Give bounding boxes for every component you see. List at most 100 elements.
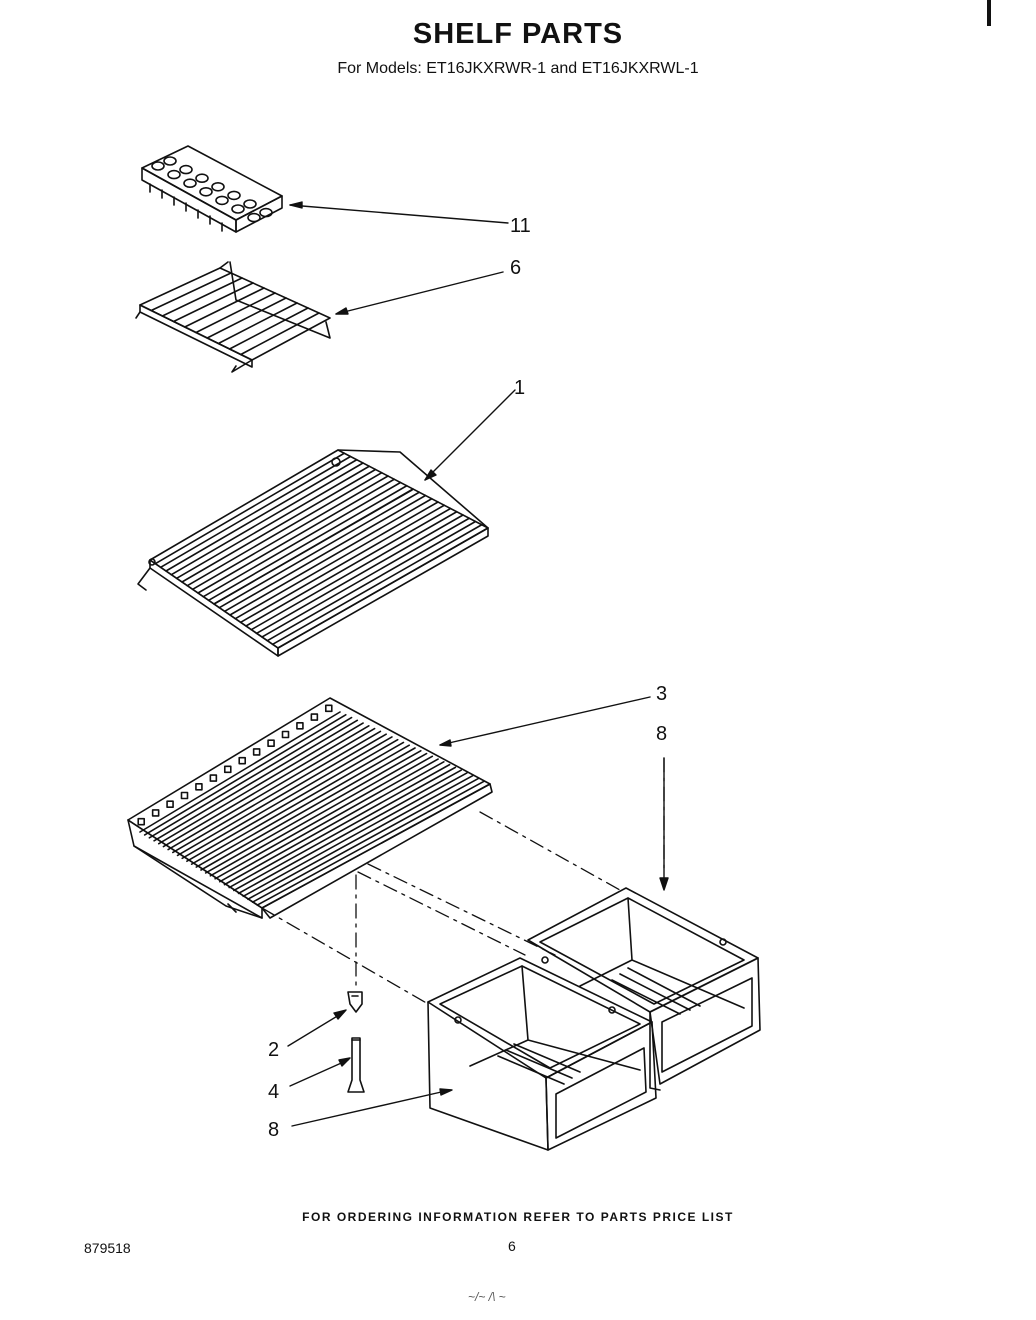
ice-tray-illustration [141,145,283,233]
crisper-cover-wire [143,713,347,836]
leader-lines [287,201,669,1127]
crisper-cover-wire [148,716,353,839]
wire-shelf-wires [154,452,483,646]
wire-shelf-wire [175,465,371,580]
callout-8-right: 8 [656,723,667,745]
crisper-cover-tab [195,782,203,791]
crisper-cover-illustration [127,697,493,919]
callout-3: 3 [656,683,667,705]
wire-shelf-wire [213,488,414,605]
crisper-cover-wire [256,780,486,906]
page-number: 6 [508,1238,516,1254]
wire-shelf-wire [186,471,383,587]
crisper-cover-wire [247,774,474,901]
crisper-cover-wire [237,769,462,895]
document-number: 879518 [84,1240,131,1256]
small-shelf-wire [217,302,298,345]
wire-shelf-wire [170,462,364,576]
crisper-cover-tab [180,791,189,800]
wire-shelf-illustration [137,449,489,657]
wire-shelf-wire [165,458,358,572]
wire-shelf-wire [234,501,439,620]
edge-mark [987,0,991,26]
callout-8-left: 8 [268,1119,279,1141]
ice-tray-cells [151,156,273,223]
small-shelf-wire [184,287,265,328]
crisper-cover-wire [153,719,359,842]
small-wire-shelf-illustration [135,261,331,373]
ice-tray-cell [247,212,261,223]
wire-shelf-wire [271,523,483,646]
ice-tray-cell [151,161,165,171]
wire-shelf-wire [154,452,346,565]
small-shelf-wire [228,307,309,350]
wire-shelf-wire [245,507,452,627]
small-shelf-wire [240,312,320,356]
small-shelf-wire [172,282,254,323]
wire-shelf-wire [181,468,377,583]
crisper-cover-wire [218,758,439,883]
wire-shelf-wire [239,504,446,624]
crisper-cover-tab [252,748,261,756]
wire-shelf-wire [191,475,389,591]
crisper-cover-tab [296,721,304,730]
crisper-cover-wire [162,725,370,848]
crisper-cover-tab [238,756,247,765]
bottom-mark: ~/~ /\ ~ [468,1290,506,1304]
ice-tray-cell [195,173,209,183]
right-crisper-illustration [527,887,761,1091]
support-bracket-illustration [347,991,363,1013]
crisper-cover-wires [143,713,486,906]
left-crisper-illustration [427,957,657,1151]
model-subtitle: For Models: ET16JKXRWR-1 and ET16JKXRWL-… [337,60,699,77]
crisper-cover-tab [223,765,232,774]
crisper-cover-wire [181,736,393,860]
crisper-cover-wire [242,772,468,898]
callout-4: 4 [268,1081,279,1103]
wire-shelf-wire [266,520,477,642]
ice-tray-cell [199,187,213,197]
small-shelf-wires [150,272,320,356]
wire-shelf-wire [255,514,464,635]
crisper-cover-wire [176,733,387,857]
wire-shelf-wire [229,497,433,616]
ice-tray-cell [163,156,177,166]
crisper-cover-wire [214,755,434,880]
crisper-cover-tab [324,704,333,713]
wire-shelf-wire [223,494,427,613]
crisper-cover-tab [137,817,146,826]
crisper-cover-wire [186,738,399,863]
crisper-cover-wire [223,761,445,886]
wire-shelf-wire [261,517,471,638]
callout-6: 6 [510,257,521,279]
crisper-cover-wire [157,722,364,845]
ice-tray-cell [179,164,193,175]
crisper-cover-tabs [137,704,333,826]
ice-tray-cell [211,182,225,192]
crisper-cover-tab [281,730,290,739]
wire-shelf-wire [202,481,402,598]
crisper-cover-tab [151,809,160,817]
crisper-cover-wire [167,727,376,851]
page-title: SHELF PARTS [412,18,624,50]
ice-tray-cell [227,190,241,201]
small-shelf-wire [150,272,232,312]
callout-2: 2 [268,1039,279,1061]
ice-tray-cell [167,169,181,180]
support-leg-illustration [347,1037,365,1093]
callout-11: 11 [510,215,531,237]
crisper-cover-wire [228,763,451,889]
crisper-cover-wire [209,752,428,877]
ordering-note: FOR ORDERING INFORMATION REFER TO PARTS … [302,1210,734,1224]
wire-shelf-wire [197,478,396,594]
ice-tray-cell [259,207,273,218]
ice-tray-cell [231,204,245,214]
crisper-cover-wire [233,766,457,892]
crisper-cover-wire [200,747,416,871]
wire-shelf-wire [207,484,408,602]
ice-tray-cell [243,199,257,209]
wire-shelf-wire [218,491,421,609]
wire-shelf-wire [250,510,458,631]
crisper-cover-tab [310,713,319,721]
crisper-cover-wire [204,749,422,874]
